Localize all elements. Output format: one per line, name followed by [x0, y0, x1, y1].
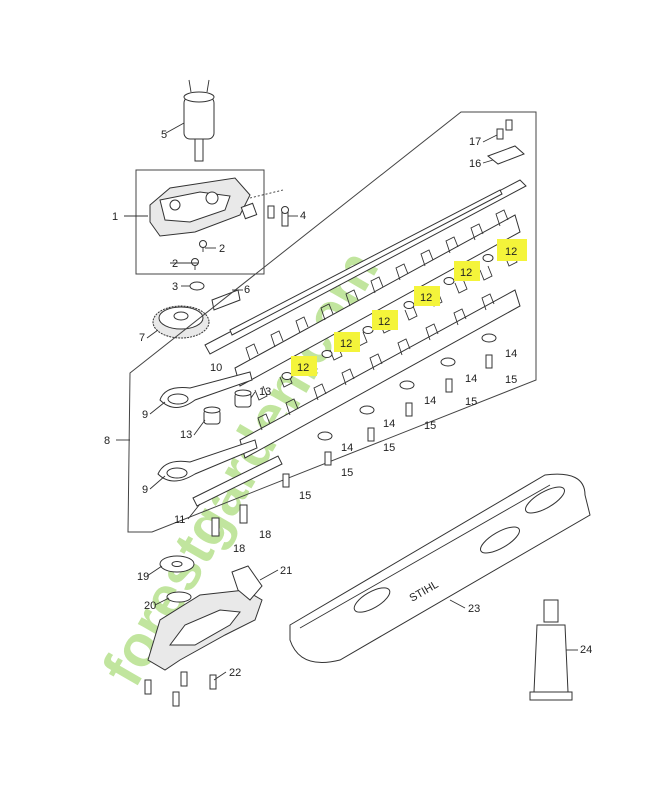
callout-13a: 13	[259, 386, 271, 398]
callout-15c: 15	[424, 420, 436, 432]
callout-19: 19	[137, 571, 149, 583]
callout-2a: 2	[219, 243, 225, 255]
callout-14e: 14	[341, 442, 353, 454]
callout-15a: 15	[505, 374, 517, 386]
callout-24: 24	[580, 644, 592, 656]
cover-part	[147, 565, 263, 671]
callout-12d: 12	[420, 292, 432, 304]
callout-2b: 2	[172, 258, 178, 270]
grease-tube-part	[529, 599, 573, 701]
reinforcing-plate-part	[192, 455, 283, 507]
bushing-part	[203, 389, 252, 425]
screw-part	[144, 671, 217, 707]
callout-4: 4	[300, 210, 306, 222]
callout-14a: 14	[505, 348, 517, 360]
blade-assembly-frame	[127, 111, 537, 533]
gear-housing-part	[124, 177, 258, 237]
callout-15e: 15	[341, 467, 353, 479]
callout-9b: 9	[142, 484, 148, 496]
callout-12b: 12	[340, 338, 352, 350]
callout-16: 16	[469, 158, 481, 170]
screw-part	[191, 240, 207, 270]
callout-12f: 12	[505, 246, 517, 258]
callout-5: 5	[161, 129, 167, 141]
callout-labels: 5 1 2 2 4 3 6 7 10 8 9 9 13 13 11 12 12 …	[104, 129, 592, 679]
callout-18a: 18	[259, 529, 271, 541]
callout-11: 11	[174, 514, 185, 526]
callout-12c: 12	[378, 316, 390, 328]
connecting-rod-part	[157, 371, 258, 482]
guide-rail-part	[204, 179, 527, 355]
callout-15b: 15	[465, 396, 477, 408]
callout-10: 10	[210, 362, 222, 374]
callout-9a: 9	[142, 409, 148, 421]
callout-1: 1	[112, 211, 118, 223]
callout-8: 8	[104, 435, 110, 447]
callout-22: 22	[229, 667, 241, 679]
blade-guard-part: STIHL	[289, 473, 591, 663]
callout-21: 21	[280, 565, 292, 577]
callout-18b: 18	[233, 543, 245, 555]
callout-12e: 12	[460, 267, 472, 279]
spacer-part	[281, 254, 494, 380]
callout-3: 3	[172, 281, 178, 293]
callout-14d: 14	[383, 418, 395, 430]
callout-20: 20	[144, 600, 156, 612]
washer-part	[189, 281, 205, 291]
callout-17: 17	[469, 136, 481, 148]
washer-part	[159, 555, 195, 603]
callout-14b: 14	[465, 373, 477, 385]
callout-15d: 15	[383, 442, 395, 454]
callout-15f: 15	[299, 490, 311, 502]
callout-12a: 12	[297, 362, 309, 374]
motor-part	[165, 79, 215, 162]
callout-14c: 14	[424, 395, 436, 407]
highlight-boxes	[291, 239, 527, 376]
gear-part	[152, 305, 210, 339]
cap-part	[486, 119, 525, 165]
screw-part	[282, 354, 493, 488]
plate-part	[211, 289, 241, 311]
callout-13b: 13	[180, 429, 192, 441]
gear-housing-frame	[135, 169, 265, 275]
screw-part	[211, 504, 248, 537]
leader-lines	[146, 134, 578, 681]
callout-23: 23	[468, 603, 480, 615]
callout-7: 7	[139, 332, 145, 344]
callout-6: 6	[244, 284, 250, 296]
washer-part	[317, 333, 497, 441]
screw-part	[249, 189, 289, 227]
